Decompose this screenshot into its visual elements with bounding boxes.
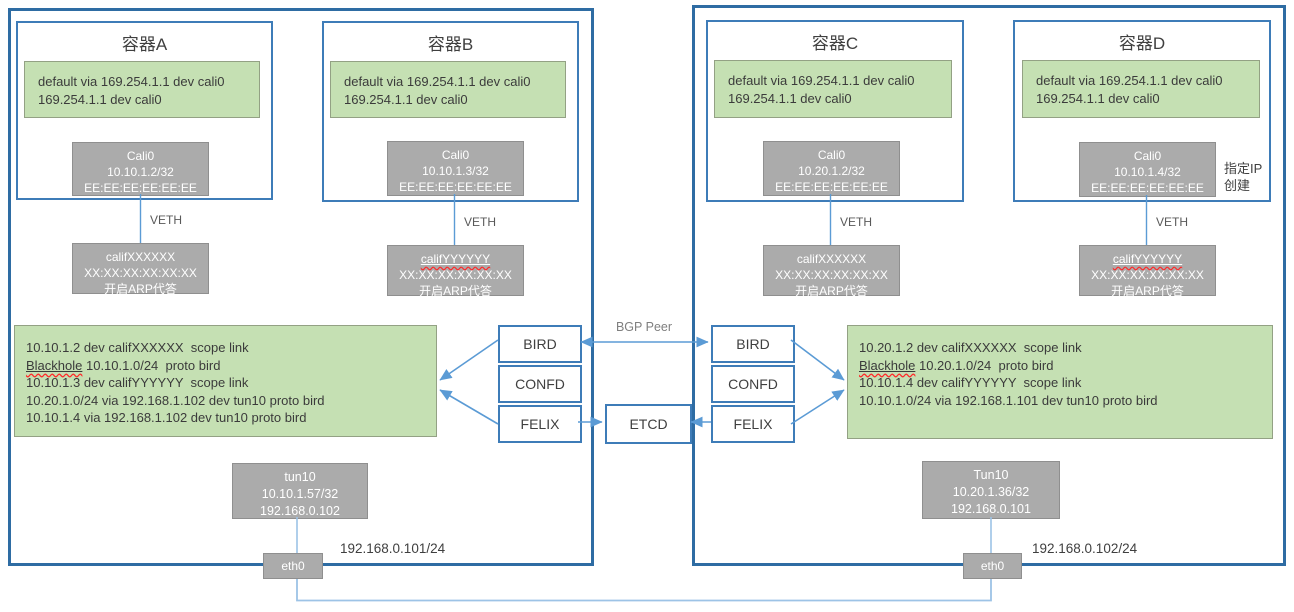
- veth-label: VETH: [464, 215, 497, 229]
- container-b-route-table: default via 169.254.1.1 dev cali0 169.25…: [330, 61, 566, 118]
- arp-proxy-note: 开启ARP代答: [419, 284, 492, 298]
- interface-mac: XX:XX:XX:XX:XX:XX: [1091, 268, 1204, 282]
- route-line: Blackhole 10.10.1.0/24 proto bird: [26, 357, 221, 373]
- container-a-title: 容器A: [121, 35, 168, 54]
- annotation-line: 指定IP: [1224, 161, 1263, 176]
- route-line: 10.10.1.0/24 via 192.168.1.101 dev tun10…: [859, 392, 1158, 408]
- veth-label: VETH: [150, 213, 183, 227]
- interface-mac: XX:XX:XX:XX:XX:XX: [775, 268, 888, 282]
- container-a-cali0-interface: Cali0 10.10.1.2/32 EE:EE:EE:EE:EE:EE: [72, 142, 209, 196]
- container-a-route-table: default via 169.254.1.1 dev cali0 169.25…: [24, 61, 260, 118]
- assigned-ip-annotation: 指定IP 创建: [1224, 160, 1262, 194]
- route-line: default via 169.254.1.1 dev cali0: [344, 74, 531, 89]
- interface-name: califXXXXXX: [105, 250, 176, 264]
- veth-label: VETH: [840, 215, 873, 229]
- route-line: default via 169.254.1.1 dev cali0: [1036, 73, 1223, 88]
- interface-ip: 10.10.1.2/32: [107, 165, 174, 179]
- container-c-cali0-interface: Cali0 10.20.1.2/32 EE:EE:EE:EE:EE:EE: [763, 141, 900, 196]
- arp-proxy-note: 开启ARP代答: [104, 282, 177, 296]
- route-line: Blackhole 10.20.1.0/24 proto bird: [859, 357, 1054, 373]
- host1-eth0-cidr-label: 192.168.0.101/24: [340, 541, 446, 556]
- route-line: 169.254.1.1 dev cali0: [1036, 91, 1160, 106]
- annotation-line: 创建: [1224, 178, 1251, 193]
- route-line: 10.10.1.4 dev califYYYYYY scope link: [859, 375, 1082, 390]
- host1-route-table: 10.10.1.2 dev califXXXXXX scope link Bla…: [14, 325, 437, 437]
- container-b-cali0-interface: Cali0 10.10.1.3/32 EE:EE:EE:EE:EE:EE: [387, 141, 524, 196]
- interface-name: Cali0: [126, 149, 155, 163]
- interface-mac: EE:EE:EE:EE:EE:EE: [84, 181, 197, 195]
- route-line: 169.254.1.1 dev cali0: [728, 91, 852, 106]
- interface-addr: 192.168.0.101: [951, 502, 1031, 516]
- container-d-title: 容器D: [1118, 34, 1166, 53]
- route-line: 10.10.1.2 dev califXXXXXX scope link: [26, 340, 249, 355]
- interface-addr: 192.168.0.102: [260, 504, 340, 518]
- container-d-cali0-interface: Cali0 10.10.1.4/32 EE:EE:EE:EE:EE:EE: [1079, 142, 1216, 197]
- route-line: 10.20.1.2 dev califXXXXXX scope link: [859, 340, 1082, 355]
- interface-mac: XX:XX:XX:XX:XX:XX: [399, 268, 512, 282]
- veth-label: VETH: [1156, 215, 1189, 229]
- route-line: 10.20.1.0/24 via 192.168.1.102 dev tun10…: [26, 392, 325, 408]
- host2-calif-x-interface: califXXXXXX XX:XX:XX:XX:XX:XX 开启ARP代答: [763, 245, 900, 298]
- host2-route-table: 10.20.1.2 dev califXXXXXX scope link Bla…: [847, 325, 1273, 439]
- interface-mac: EE:EE:EE:EE:EE:EE: [775, 180, 888, 194]
- interface-name: Tun10: [973, 468, 1009, 482]
- route-line: default via 169.254.1.1 dev cali0: [728, 73, 915, 88]
- etcd-store: ETCD: [605, 404, 692, 444]
- container-c-route-table: default via 169.254.1.1 dev cali0 169.25…: [714, 60, 952, 118]
- route-line: 10.10.1.3 dev califYYYYYY scope link: [26, 375, 249, 390]
- route-line: 169.254.1.1 dev cali0: [38, 92, 162, 107]
- interface-name: califXXXXXX: [796, 252, 867, 266]
- interface-mac: EE:EE:EE:EE:EE:EE: [399, 180, 512, 194]
- host2-eth0-interface: eth0: [963, 553, 1022, 579]
- interface-ip: 10.20.1.36/32: [952, 485, 1030, 499]
- interface-mac: XX:XX:XX:XX:XX:XX: [84, 266, 197, 280]
- interface-ip: 10.10.1.3/32: [422, 164, 489, 178]
- interface-name: eth0: [281, 559, 305, 573]
- container-c-title: 容器C: [811, 34, 859, 53]
- host2-bird-daemon: BIRD: [711, 325, 795, 363]
- interface-name: Cali0: [817, 148, 846, 162]
- host1-calif-x-interface: califXXXXXX XX:XX:XX:XX:XX:XX 开启ARP代答: [72, 243, 209, 296]
- interface-name: Cali0: [441, 148, 470, 162]
- host2-confd-daemon: CONFD: [711, 365, 795, 403]
- route-line: default via 169.254.1.1 dev cali0: [38, 74, 225, 89]
- arp-proxy-note: 开启ARP代答: [795, 284, 868, 298]
- interface-ip: 10.10.1.4/32: [1114, 165, 1181, 179]
- interface-name: tun10: [284, 470, 316, 484]
- arp-proxy-note: 开启ARP代答: [1111, 284, 1184, 298]
- interface-ip: 10.10.1.57/32: [261, 487, 339, 501]
- interface-mac: EE:EE:EE:EE:EE:EE: [1091, 181, 1204, 195]
- host1-confd-daemon: CONFD: [498, 365, 582, 403]
- interface-name: califYYYYYY: [1112, 252, 1183, 266]
- route-line: 10.10.1.4 via 192.168.1.102 dev tun10 pr…: [26, 410, 307, 425]
- host1-tun10-interface: tun10 10.10.1.57/32 192.168.0.102: [232, 463, 368, 519]
- container-b-title: 容器B: [427, 35, 474, 54]
- interface-name: Cali0: [1133, 149, 1162, 163]
- host2-calif-y-interface: califYYYYYY XX:XX:XX:XX:XX:XX 开启ARP代答: [1079, 245, 1216, 298]
- route-line: 169.254.1.1 dev cali0: [344, 92, 468, 107]
- interface-name: eth0: [980, 559, 1005, 573]
- host2-eth0-cidr-label: 192.168.0.102/24: [1032, 541, 1138, 556]
- bgp-peer-label: BGP Peer: [615, 320, 673, 334]
- eth0-underlay-link: [296, 578, 992, 602]
- host1-felix-daemon: FELIX: [498, 405, 582, 443]
- interface-ip: 10.20.1.2/32: [798, 164, 865, 178]
- container-d-route-table: default via 169.254.1.1 dev cali0 169.25…: [1022, 60, 1260, 118]
- host1-eth0-interface: eth0: [263, 553, 323, 579]
- host1-calif-y-interface: califYYYYYY XX:XX:XX:XX:XX:XX 开启ARP代答: [387, 245, 524, 298]
- host1-bird-daemon: BIRD: [498, 325, 582, 363]
- host2-felix-daemon: FELIX: [711, 405, 795, 443]
- interface-name: califYYYYYY: [420, 252, 491, 266]
- host2-tun10-interface: Tun10 10.20.1.36/32 192.168.0.101: [922, 461, 1060, 519]
